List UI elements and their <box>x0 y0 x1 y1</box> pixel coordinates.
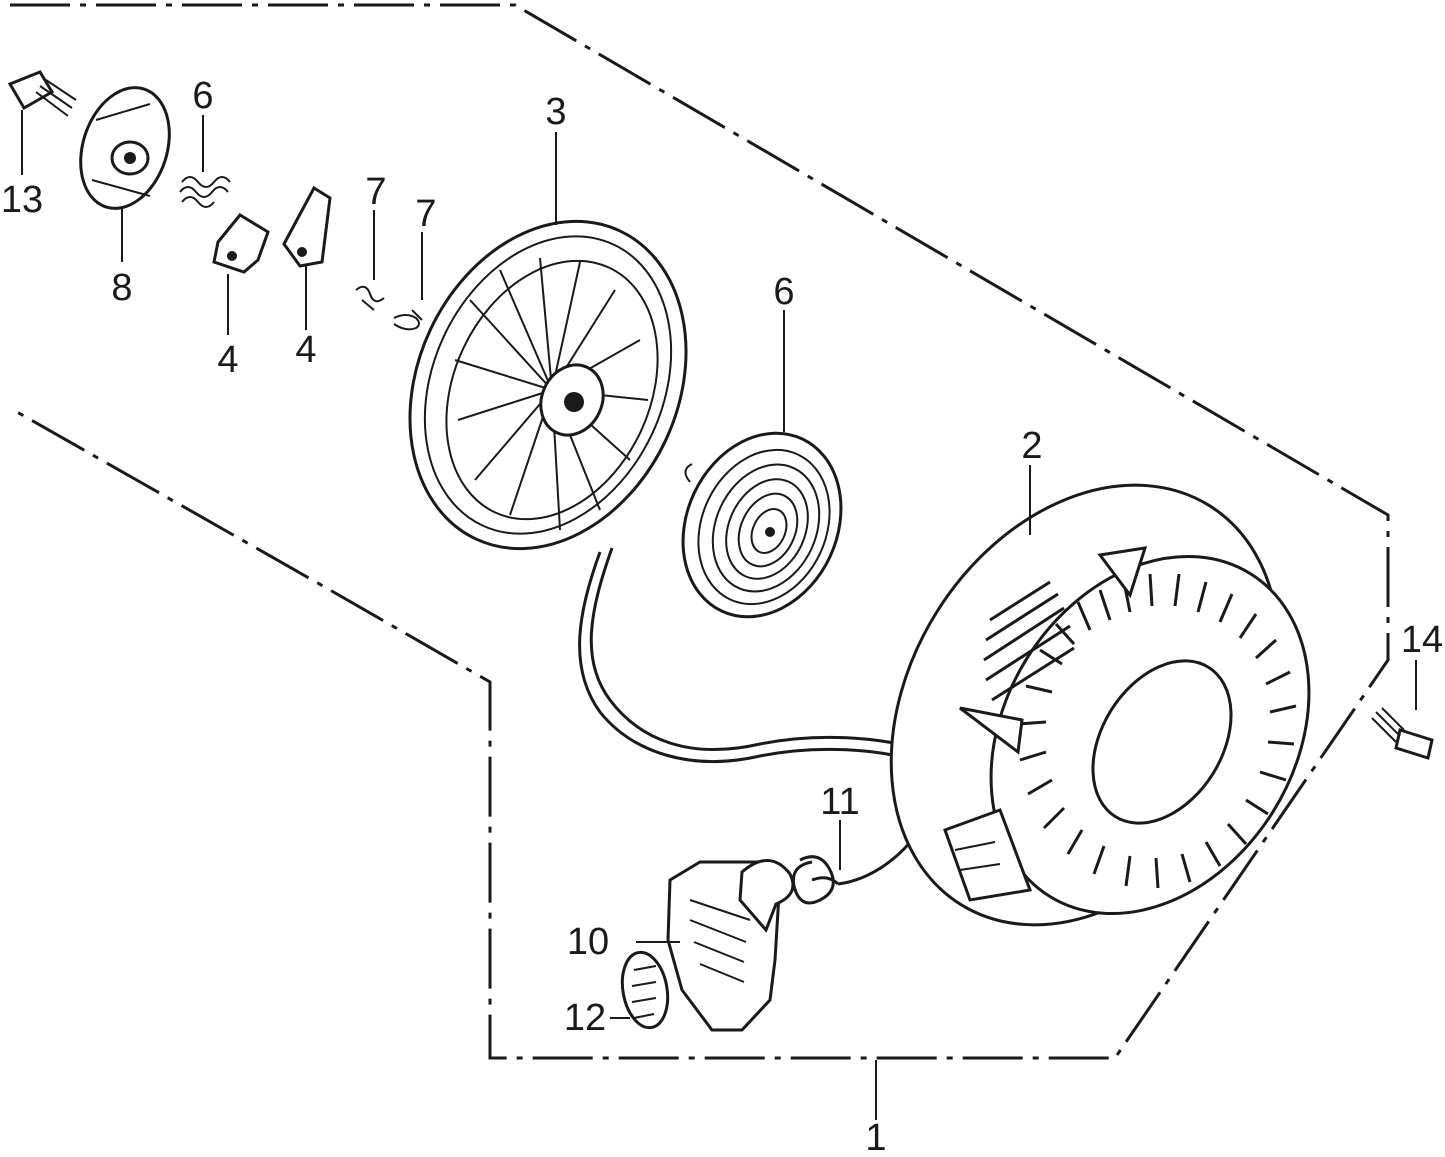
part-6-spiral-spring <box>681 310 843 619</box>
callout-3: 3 <box>545 91 566 133</box>
callout-7-right: 7 <box>415 193 436 235</box>
part-4-ratchet-b <box>282 185 332 330</box>
callout-2: 2 <box>1021 425 1042 467</box>
callout-6-spring: 6 <box>773 271 794 313</box>
part-3-reel <box>408 132 688 551</box>
callout-8: 8 <box>111 267 132 309</box>
callout-13: 13 <box>1 179 43 221</box>
callout-4-left: 4 <box>217 339 238 381</box>
callout-10: 10 <box>567 921 609 963</box>
part-13-bolt <box>7 70 77 175</box>
callout-4-right: 4 <box>295 329 316 371</box>
callout-11: 11 <box>820 781 859 823</box>
callout-1: 1 <box>865 1117 886 1157</box>
callout-12: 12 <box>564 997 606 1039</box>
callout-14: 14 <box>1401 619 1443 661</box>
part-4-ratchet-a <box>212 213 270 335</box>
part-8-friction-plate <box>79 86 171 262</box>
part-7-clips <box>355 210 423 331</box>
part-12-grip-insert <box>610 950 670 1030</box>
part-2-starter-case <box>889 465 1311 927</box>
part-11-rope-knot <box>791 820 841 905</box>
callout-labels: 13 6 3 7 7 8 6 4 4 2 14 11 10 12 1 <box>1 75 1443 1157</box>
callout-6-small: 6 <box>192 75 213 117</box>
part-10-starter-grip <box>636 859 795 1032</box>
callout-7-left: 7 <box>365 171 386 213</box>
part-6-small-spring <box>179 115 231 208</box>
part-14-screw <box>1371 660 1434 760</box>
